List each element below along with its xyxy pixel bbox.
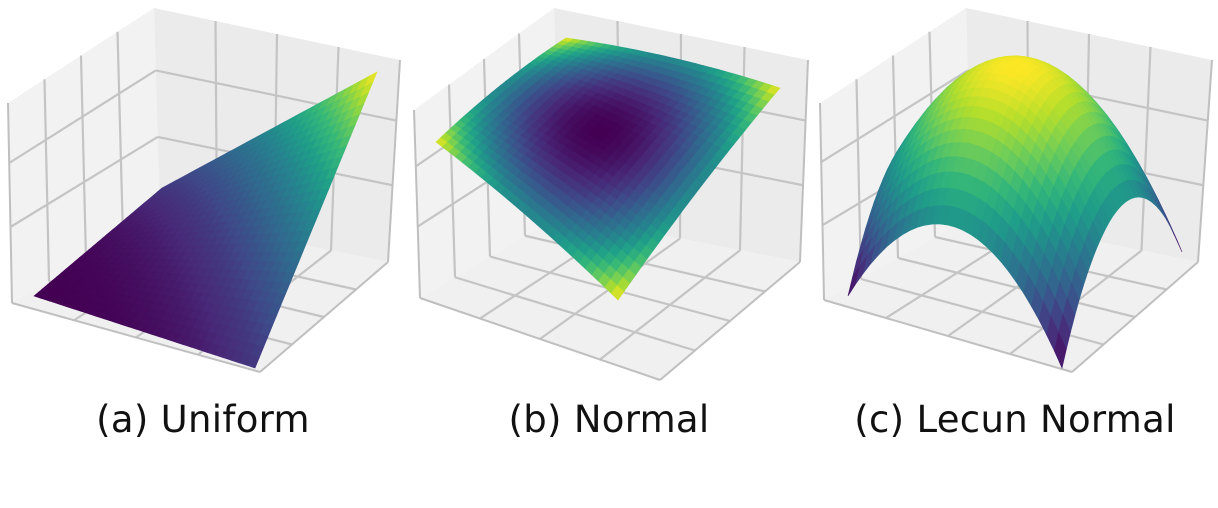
panel-uniform: (a) Uniform — [0, 0, 406, 508]
surface-face — [611, 285, 625, 301]
axis-edge — [1071, 261, 1199, 373]
surface-mesh — [435, 37, 781, 301]
surface-mesh — [33, 71, 378, 369]
surface-plot-lecun-normal — [819, 8, 1213, 373]
grid-line — [116, 31, 125, 238]
grid-line — [1140, 46, 1152, 251]
axis-edge — [387, 59, 401, 263]
surface-face — [1054, 331, 1067, 369]
grid-line — [820, 69, 969, 164]
floor-pane — [420, 215, 800, 380]
panel-normal: (b) Normal — [406, 0, 812, 508]
grid-line — [8, 69, 157, 164]
axis-edge — [11, 302, 261, 373]
axis-edge — [799, 59, 809, 263]
axis-edge — [259, 261, 389, 373]
surface-plot-normal — [413, 8, 809, 381]
grid-line — [447, 84, 457, 278]
axis-edge — [1197, 59, 1213, 263]
surface-mesh — [847, 55, 1183, 369]
caption-normal: (b) Normal — [508, 398, 710, 441]
caption-lecun-normal: (c) Lecun Normal — [854, 398, 1176, 441]
axis-edge — [823, 299, 1073, 373]
surface-plot-uniform — [7, 8, 401, 373]
axis-edge — [413, 109, 421, 299]
axis-edge — [7, 102, 13, 304]
panel-lecun-normal: (c) Lecun Normal — [812, 0, 1218, 508]
grid-line — [79, 55, 88, 260]
surface-face — [246, 354, 260, 369]
grid-line — [855, 79, 863, 280]
grid-line — [599, 249, 741, 361]
floor-pane — [824, 216, 1198, 372]
axis-edge — [419, 297, 661, 381]
grid-line — [9, 136, 159, 228]
caption-uniform: (a) Uniform — [96, 398, 310, 441]
grid-line — [43, 79, 51, 282]
axis-edge — [659, 261, 801, 381]
axis-edge — [819, 102, 825, 301]
